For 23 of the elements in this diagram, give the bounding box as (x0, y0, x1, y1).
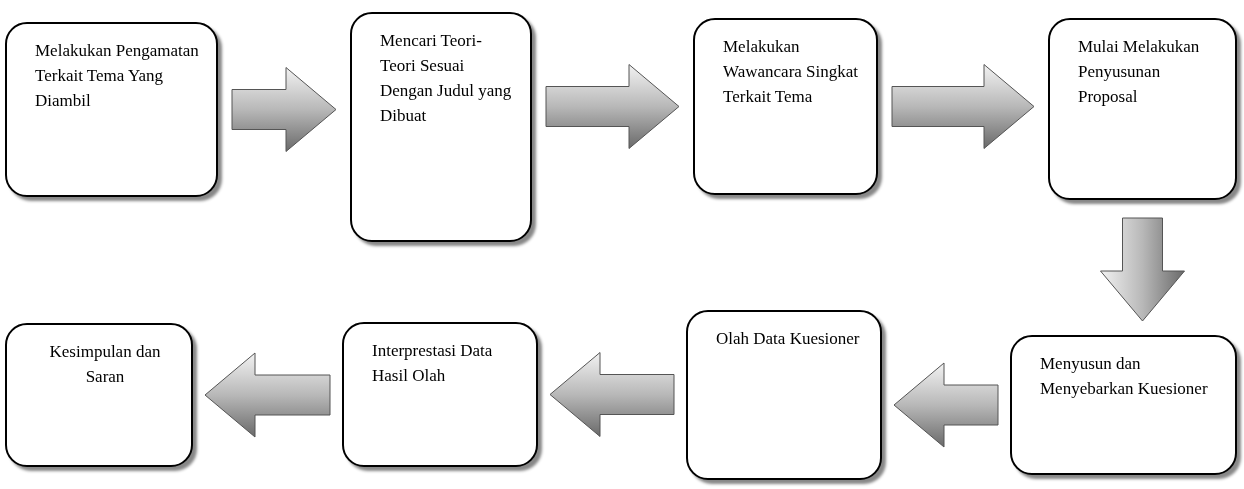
step-text: Melakukan Pengamatan Terkait Tema Yang Diambil (35, 40, 200, 112)
block-arrow (1100, 217, 1185, 322)
block-arrow (545, 64, 680, 149)
step-text: Mulai Melakukan Penyusunan Proposal (1078, 36, 1201, 108)
process-box (342, 322, 538, 467)
process-box (693, 18, 878, 195)
process-box (686, 310, 882, 480)
process-box (5, 323, 193, 467)
process-box (350, 12, 532, 242)
block-arrow (231, 67, 337, 152)
step-text: Interprestasi Data Hasil Olah (372, 340, 494, 387)
block-arrow (891, 64, 1035, 149)
process-box (1010, 335, 1237, 475)
step-text: Melakukan Wawancara Singkat Terkait Tema (723, 36, 860, 108)
step-text: Menyusun dan Menyebarkan Kuesioner (1040, 353, 1209, 400)
block-arrow (549, 352, 675, 437)
process-box (5, 22, 218, 197)
block-arrow (893, 362, 999, 448)
step-text: Mencari Teori-Teori Sesuai Dengan Judul yang Dibuat (380, 30, 513, 127)
block-arrow (204, 352, 331, 438)
process-box (1048, 18, 1237, 200)
step-text: Kesimpulan dan Saran (48, 341, 162, 388)
step-text: Olah Data Kuesioner (716, 328, 861, 350)
